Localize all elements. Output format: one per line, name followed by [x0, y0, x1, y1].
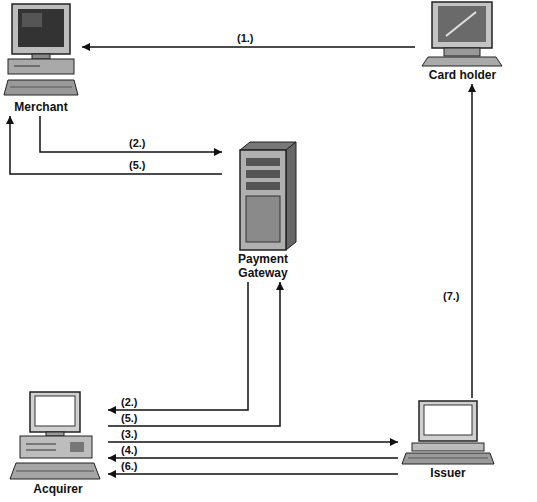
icon-part — [8, 59, 74, 74]
icon-part — [26, 450, 56, 451]
icon-part — [12, 4, 70, 54]
icon-part — [30, 392, 80, 432]
flow-arrow — [40, 116, 222, 152]
step-number: (3.) — [120, 428, 139, 441]
flow-arrow — [108, 282, 248, 410]
node-label: Payment Gateway — [228, 252, 298, 280]
icon-part — [10, 463, 100, 479]
server-tower-icon — [240, 142, 296, 250]
flow-arrow — [108, 282, 280, 426]
icon-part — [446, 12, 476, 36]
node-label: Issuer — [398, 466, 498, 480]
step-number: (7.) — [442, 290, 461, 303]
icon-part — [402, 453, 494, 464]
icon-part — [35, 396, 75, 426]
step-number: (2.) — [128, 137, 147, 150]
cardholder-node: Card holder — [415, 0, 510, 84]
cardholder-computer-icon — [422, 2, 502, 66]
icon-part — [286, 142, 296, 250]
icon-part — [26, 444, 56, 445]
icon-part — [246, 182, 280, 190]
icon-part — [422, 57, 502, 66]
step-number: (5.) — [128, 159, 147, 172]
node-label: Card holder — [415, 68, 510, 82]
step-number: (2.) — [120, 396, 139, 409]
step-number: (4.) — [120, 444, 139, 457]
flow-arrow — [108, 473, 398, 475]
icon-part — [438, 6, 486, 42]
flow-arrow — [108, 457, 398, 459]
issuer-node: Issuer — [398, 398, 498, 482]
icon-part — [408, 458, 488, 459]
flow-arrow — [10, 116, 222, 174]
icon-part — [419, 401, 477, 441]
icon-part — [16, 471, 94, 472]
merchant-node: Merchant — [0, 0, 82, 116]
icon-part — [4, 80, 78, 95]
gateway-node: Payment Gateway — [222, 140, 304, 282]
icon-part — [424, 405, 472, 435]
flow-arrow — [108, 441, 398, 443]
icon-part — [240, 150, 286, 250]
icon-part — [14, 66, 40, 67]
icon-part — [18, 9, 64, 47]
flow-arrow — [471, 84, 473, 398]
icon-part — [70, 442, 84, 452]
icon-part — [444, 48, 480, 56]
icon-part — [10, 87, 72, 88]
node-label: Merchant — [0, 100, 82, 114]
icon-part — [412, 443, 484, 451]
icon-part — [246, 158, 280, 166]
merchant-computer-icon — [4, 4, 78, 95]
icon-part — [246, 196, 280, 242]
icon-part — [20, 436, 92, 458]
flow-arrow — [82, 46, 415, 48]
icon-part — [22, 13, 42, 27]
acquirer-computer-icon — [10, 392, 100, 479]
step-number: (1.) — [236, 32, 255, 45]
icon-part — [432, 2, 492, 48]
acquirer-node: Acquirer — [8, 388, 108, 498]
icon-part — [246, 170, 280, 178]
step-number: (6.) — [120, 460, 139, 473]
icon-part — [32, 54, 50, 59]
issuer-computer-icon — [402, 401, 494, 464]
icon-part — [46, 432, 64, 436]
step-number: (5.) — [120, 412, 139, 425]
node-label: Acquirer — [8, 482, 108, 496]
